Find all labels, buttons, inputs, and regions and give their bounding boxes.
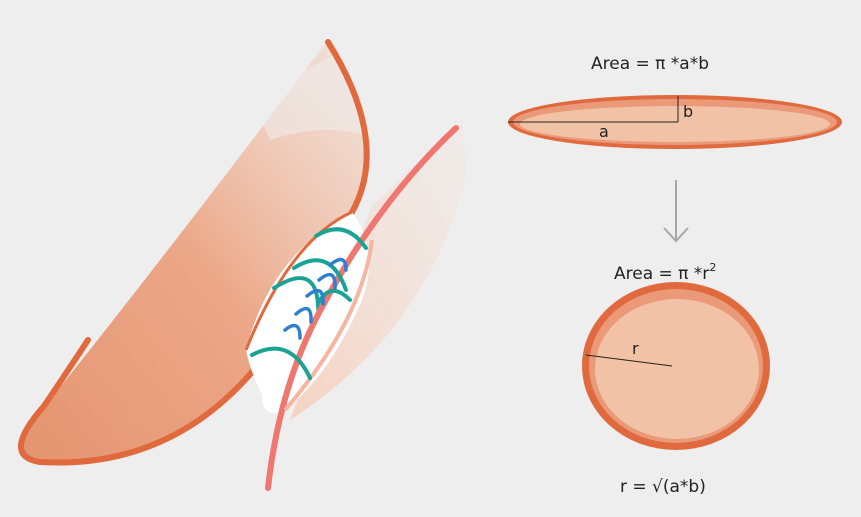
radius-label: r xyxy=(632,339,639,358)
ellipse-lumen xyxy=(520,106,830,142)
left-vessel-body xyxy=(20,40,367,463)
semi-axis-b-label: b xyxy=(683,102,693,121)
arrow-down-icon xyxy=(663,180,689,243)
suture-stitches xyxy=(250,227,368,380)
circle-cross-section: r xyxy=(582,282,770,450)
area-exponent: 2 xyxy=(709,261,716,274)
blue-stitch-3 xyxy=(305,288,325,306)
lumen-opening xyxy=(246,212,370,413)
circle-lumen xyxy=(595,299,759,439)
radius-line xyxy=(585,354,673,367)
circle-area-formula: Area = π *r2 xyxy=(614,261,716,284)
blue-stitch-1 xyxy=(328,257,348,272)
ellipse-cross-section: a b xyxy=(508,95,842,149)
oblique-vessel xyxy=(18,39,468,491)
vessel-fade xyxy=(250,40,380,140)
green-stitch-3 xyxy=(272,276,352,312)
green-stitch-4 xyxy=(250,346,312,380)
ellipse-area-formula: Area = π *a*b xyxy=(591,54,709,74)
right-vessel-line xyxy=(265,125,459,491)
lumen-rim xyxy=(244,210,353,351)
radius-formula: r = √(a*b) xyxy=(620,477,706,497)
blue-stitch-4 xyxy=(294,306,313,324)
blue-stitch-5 xyxy=(283,323,302,340)
right-vessel-inner-edge xyxy=(283,239,374,412)
blue-stitch-2 xyxy=(317,272,337,290)
semi-axis-a-label: a xyxy=(599,122,609,141)
green-stitch-1 xyxy=(314,227,368,250)
green-stitch-2 xyxy=(292,258,348,292)
vessel-outer-wall xyxy=(18,39,370,466)
